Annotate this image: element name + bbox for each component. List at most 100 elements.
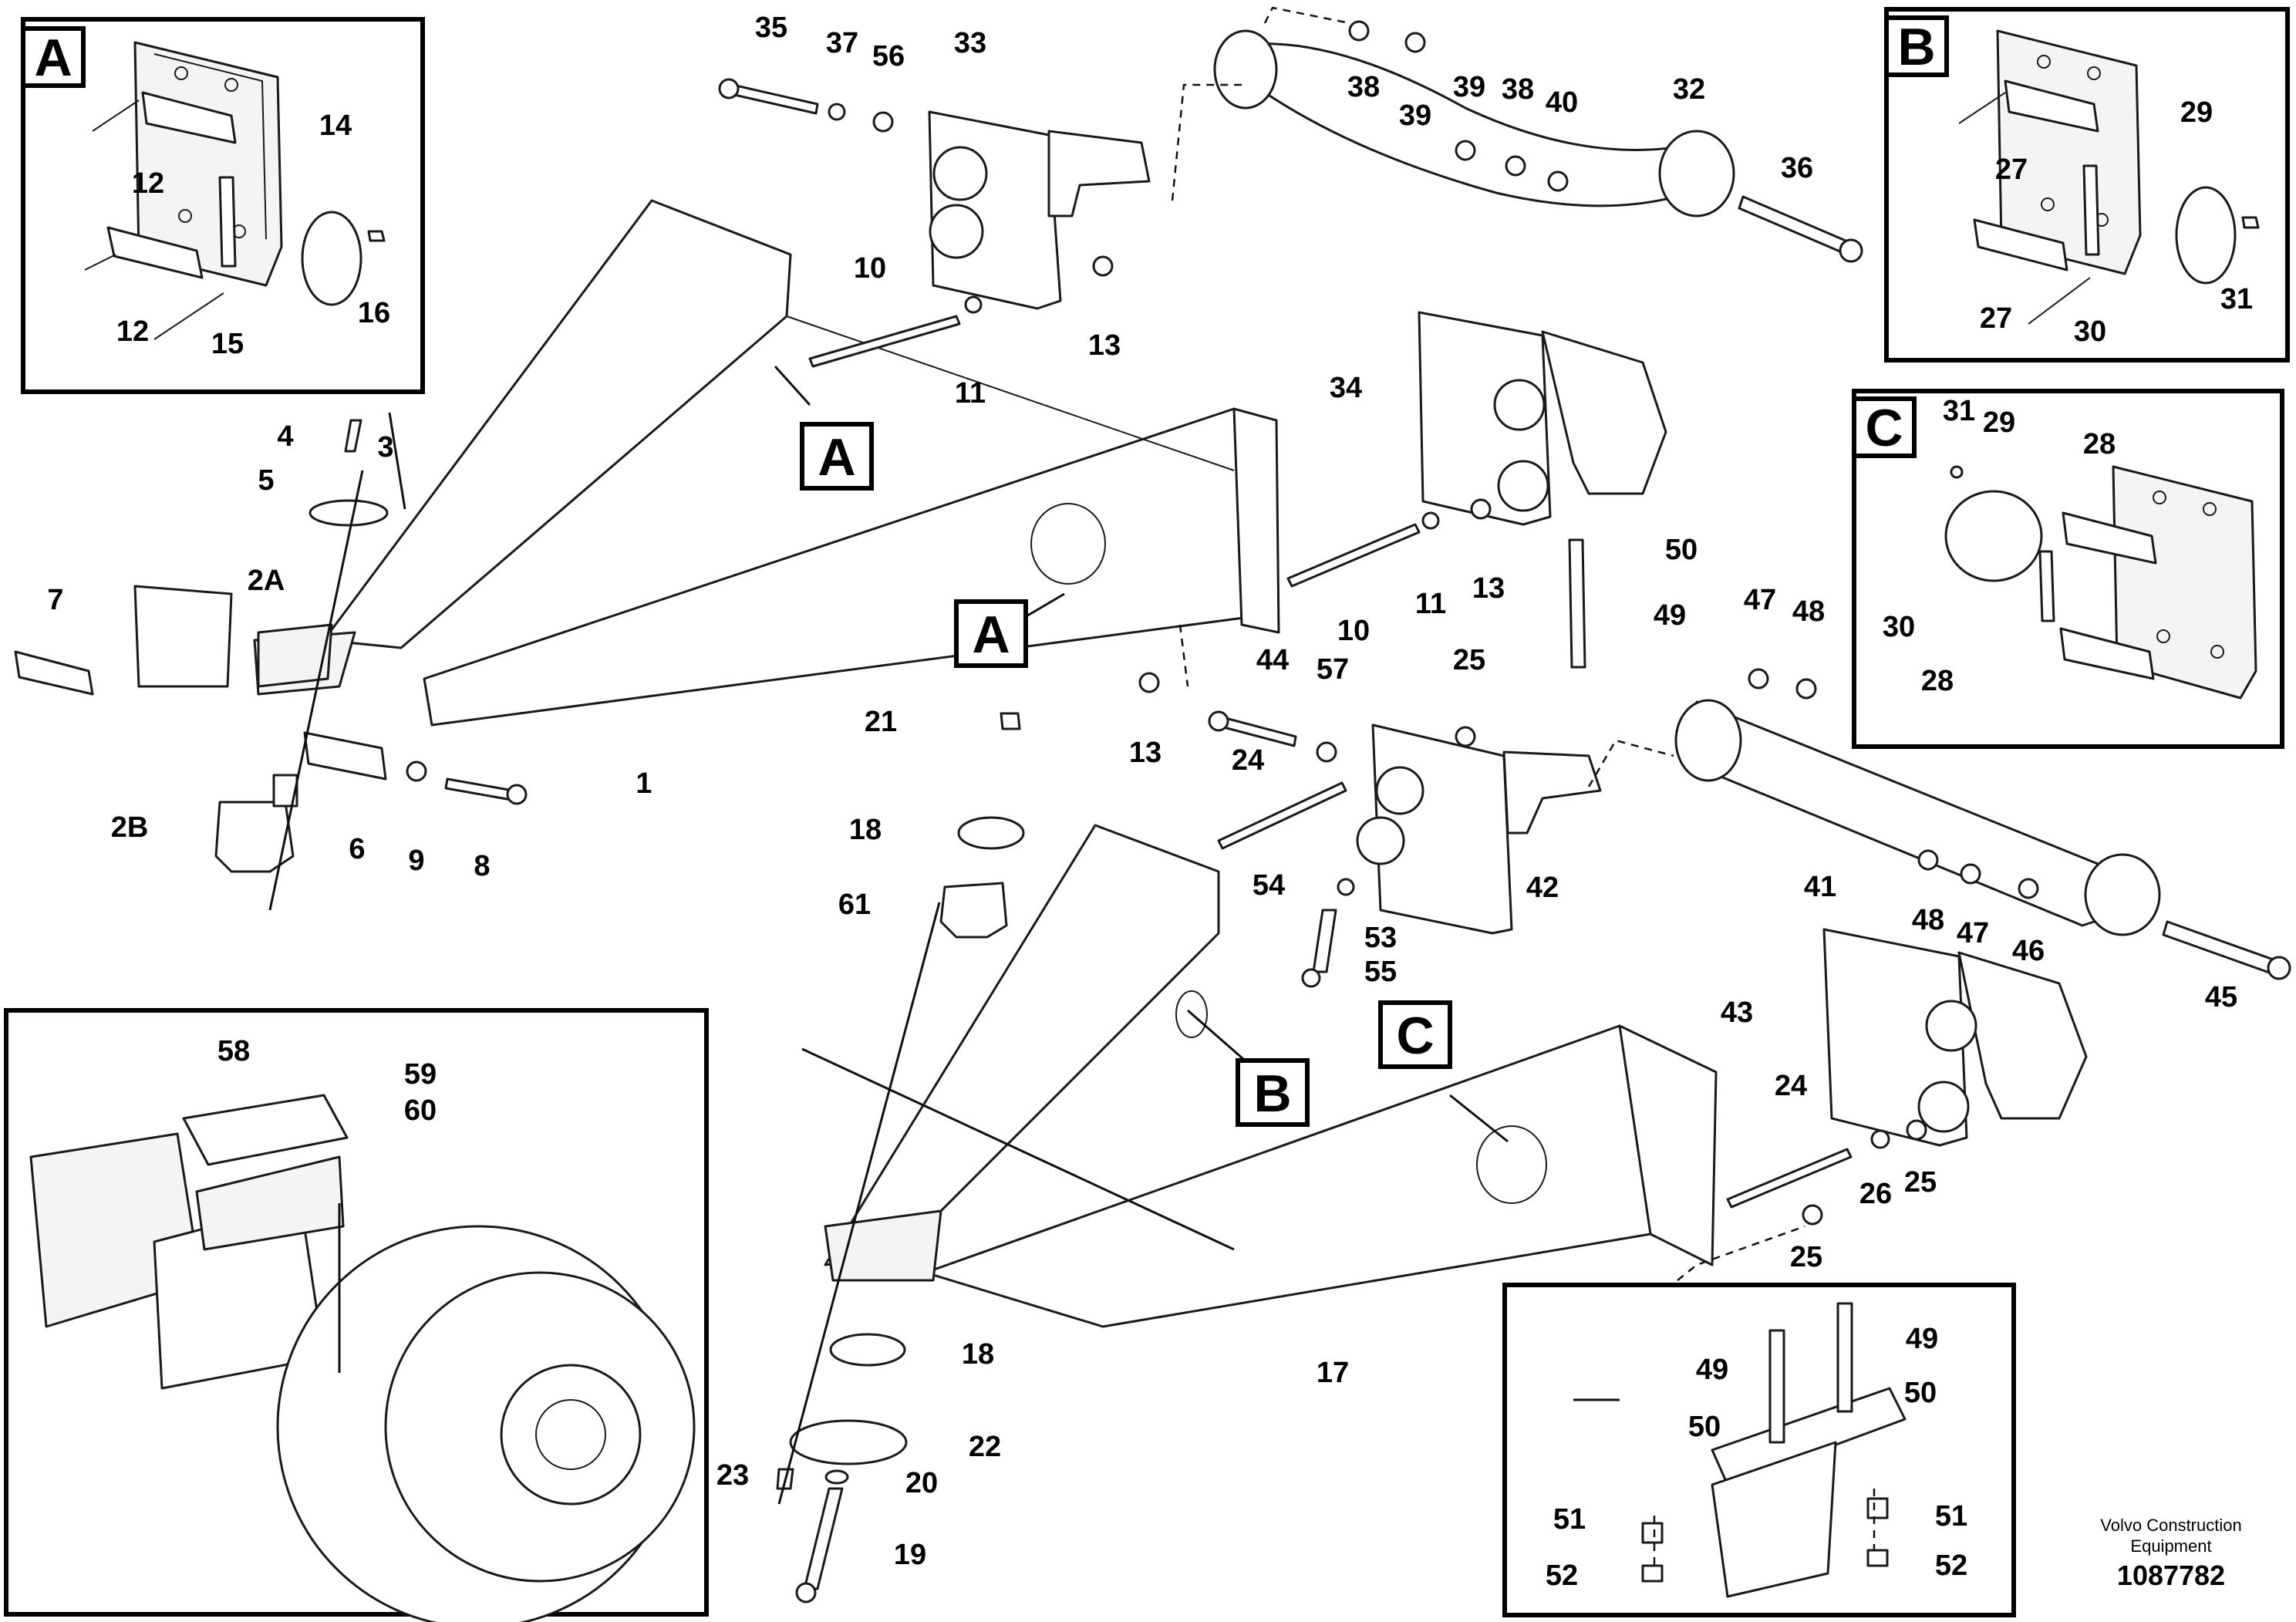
fasteners (14, 20, 2039, 1603)
part-label: 7 (47, 584, 63, 616)
axle-hub-drawing (29, 1094, 696, 1622)
part-label: 47 (1744, 584, 1776, 616)
detail-callout-b: B (1236, 1058, 1310, 1127)
part-label: 2B (111, 811, 149, 844)
detail-tag-b-inset: B (1884, 15, 1949, 77)
part-label: 50 (1665, 534, 1698, 566)
detail-callout-c: C (1378, 1000, 1452, 1069)
part-label: 44 (1256, 644, 1289, 676)
part-label: 17 (1317, 1357, 1349, 1389)
bracket-inset-frame (1502, 1283, 2016, 1617)
part-label: 21 (865, 706, 897, 738)
part-label: 18 (962, 1338, 994, 1371)
part-label: 24 (1232, 744, 1264, 777)
part-label: 29 (2180, 96, 2213, 129)
detail-callout-a-1: A (800, 422, 874, 491)
part-label: 3 (377, 431, 393, 464)
part-label: 32 (1673, 73, 1705, 106)
part-label: 5 (258, 464, 274, 497)
drawing-footer: Volvo Construction Equipment 1087782 (2100, 1516, 2241, 1591)
part-label: 59 (404, 1058, 437, 1091)
svg-text:A: A (972, 605, 1010, 664)
detail-tag-a-inset: A (21, 26, 86, 88)
part-label: 8 (474, 850, 490, 882)
svg-text:B: B (1253, 1064, 1291, 1123)
part-label: 9 (408, 845, 424, 877)
upper-reaction-arm (1213, 29, 1863, 263)
detail-a-inset-frame (21, 17, 425, 394)
part-label: 11 (955, 377, 986, 410)
part-label: 25 (1904, 1166, 1937, 1199)
part-label: 55 (1364, 956, 1397, 988)
part-label: 25 (1790, 1241, 1822, 1273)
part-label: 20 (905, 1467, 938, 1499)
part-label: 50 (1688, 1411, 1721, 1443)
part-label: 25 (1453, 644, 1485, 676)
part-label: 49 (1696, 1354, 1728, 1386)
part-label: 14 (319, 110, 352, 142)
detail-a-drawing (84, 41, 386, 340)
part-label: 30 (2074, 315, 2106, 348)
bracket-34 (1418, 311, 1667, 526)
part-label: 34 (1330, 372, 1362, 404)
lower-reaction-arm-41 (1674, 699, 2291, 980)
part-label: 60 (404, 1094, 437, 1127)
part-label: 28 (2083, 428, 2116, 460)
part-label: 27 (1980, 302, 2012, 335)
drawing-number: 1087782 (2117, 1560, 2225, 1591)
part-label: 39 (1399, 99, 1431, 132)
part-label: 53 (1364, 922, 1397, 954)
part-label: 47 (1957, 917, 1989, 949)
part-label: 38 (1347, 71, 1380, 103)
part-label: 10 (854, 252, 886, 285)
part-label: 22 (969, 1431, 1001, 1463)
part-label: 57 (1317, 653, 1349, 686)
brand-line-1: Volvo Construction (2100, 1516, 2241, 1535)
part-label: 13 (1088, 329, 1121, 362)
part-label: 29 (1983, 406, 2015, 439)
part-label: 51 (1935, 1500, 1967, 1533)
detail-b-drawing (1958, 29, 2260, 325)
main-a-frame-1 (253, 199, 1280, 727)
part-label: 46 (2012, 935, 2045, 967)
detail-tag-c-inset: C (1852, 396, 1917, 458)
part-label: 37 (826, 27, 858, 59)
part-label: 40 (1546, 86, 1578, 119)
bracket-detail-drawing (1641, 1302, 1907, 1598)
part-label: 11 (1415, 588, 1446, 620)
part-label: 39 (1453, 71, 1485, 103)
part-label: 15 (211, 328, 244, 360)
part-label: 23 (716, 1459, 749, 1492)
part-label: 19 (894, 1539, 926, 1571)
part-label: 42 (1526, 872, 1559, 904)
part-label: 24 (1775, 1070, 1807, 1102)
detail-c-inset-frame (1852, 389, 2284, 749)
part-label: 49 (1906, 1323, 1938, 1355)
part-label: 50 (1904, 1377, 1937, 1409)
part-label: 35 (755, 12, 787, 44)
part-label: 43 (1721, 996, 1753, 1029)
part-label: 36 (1781, 152, 1813, 184)
part-label: 26 (1859, 1178, 1892, 1210)
part-label: 28 (1921, 665, 1954, 697)
bracket-43 (1822, 928, 2088, 1147)
detail-callout-a-2: A (954, 599, 1028, 668)
part-label: 13 (1472, 572, 1505, 605)
part-label: 52 (1935, 1549, 1967, 1582)
main-a-frame-17 (824, 824, 1718, 1328)
part-label: 38 (1502, 73, 1534, 106)
axle-hub-inset-frame (4, 1008, 709, 1617)
part-label: 30 (1883, 611, 1915, 643)
part-label: 52 (1546, 1560, 1578, 1592)
part-label: 56 (872, 40, 905, 73)
part-label: 51 (1553, 1503, 1586, 1536)
svg-text:A: A (818, 428, 855, 487)
part-label: 54 (1253, 869, 1285, 902)
part-label: 48 (1792, 595, 1825, 628)
part-label: 61 (838, 889, 871, 921)
part-label: 13 (1129, 737, 1161, 769)
part-label: 16 (358, 297, 390, 329)
part-label: 27 (1995, 153, 2028, 186)
part-label: 45 (2205, 981, 2237, 1013)
